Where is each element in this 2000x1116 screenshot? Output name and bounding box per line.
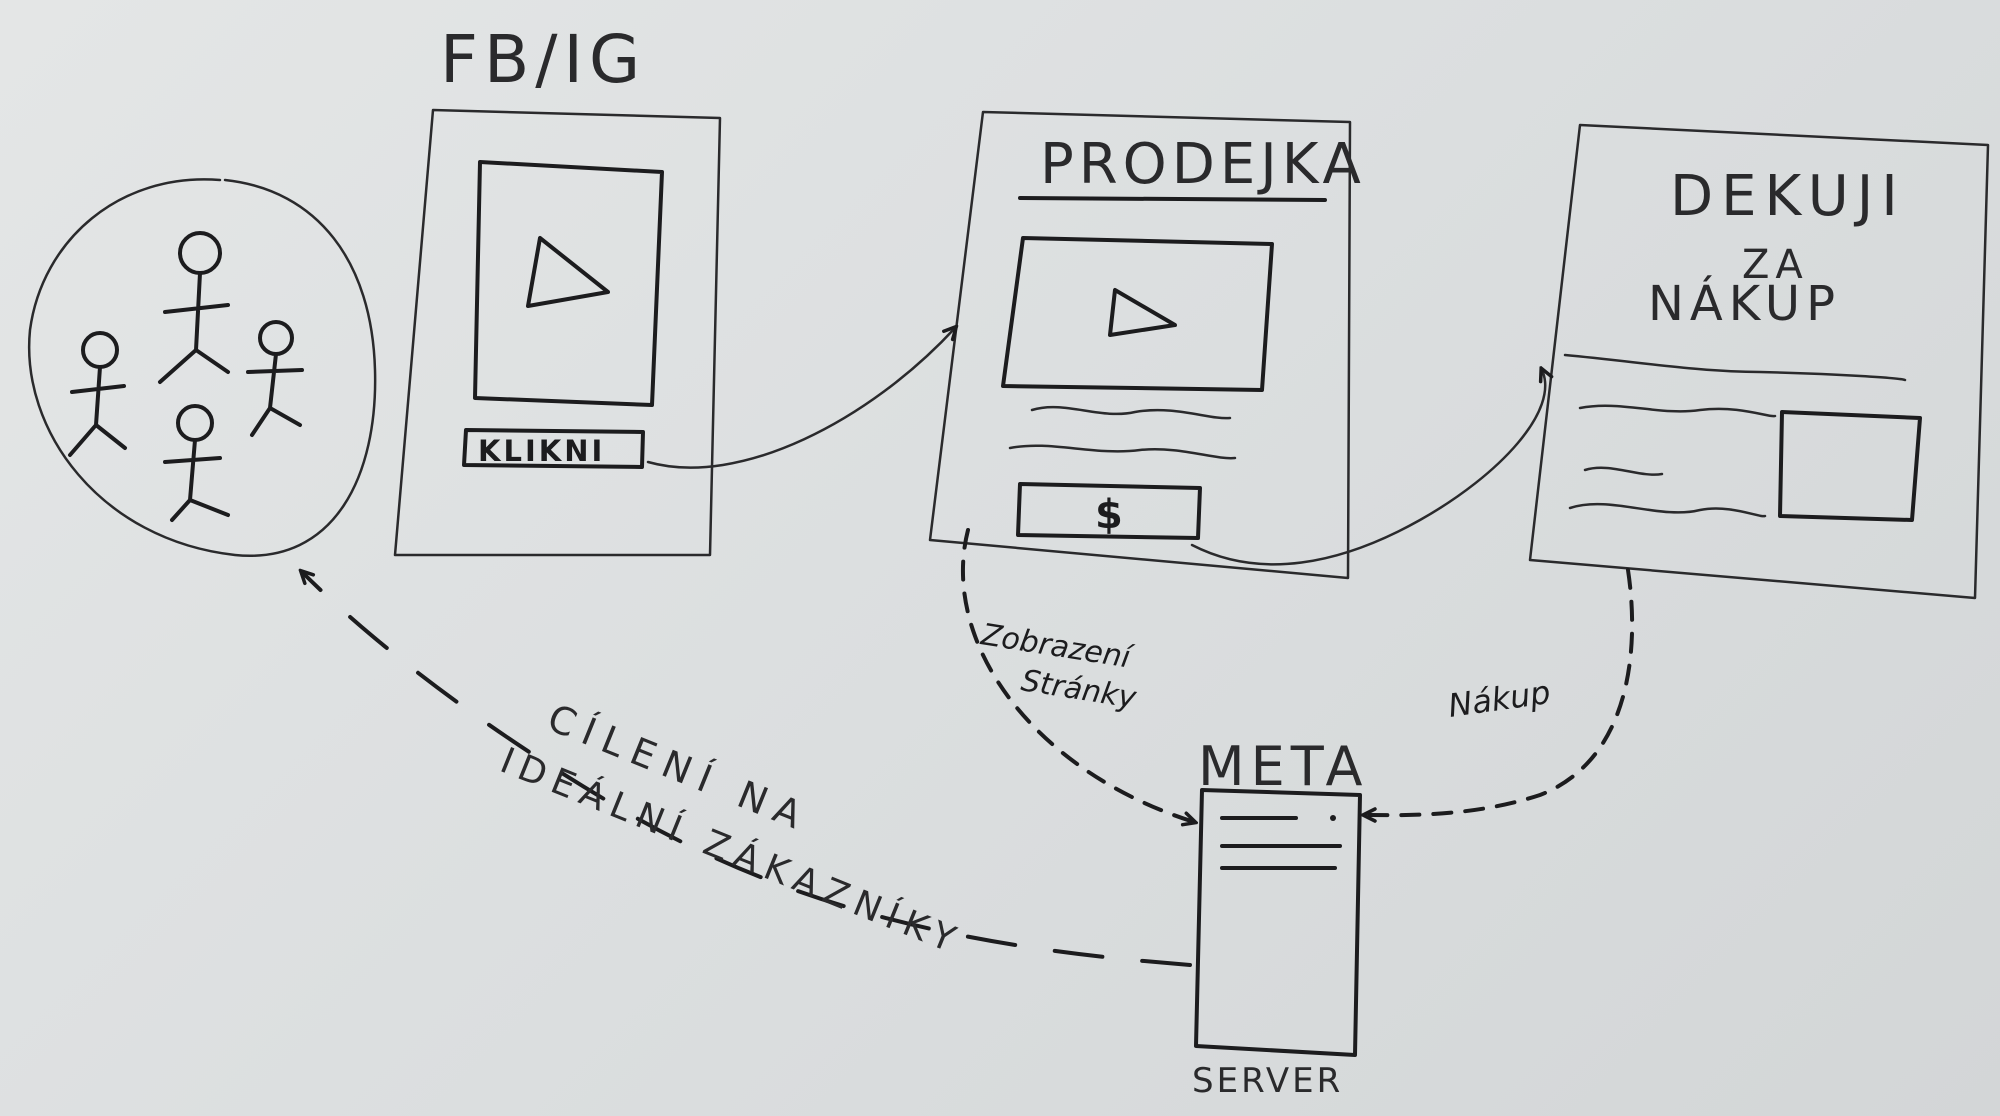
meta-title: META <box>1198 735 1368 798</box>
thank-you-line-1: DEKUJI <box>1670 164 1906 229</box>
text-scribble-1 <box>1563 353 1907 382</box>
text-scribble-3 <box>1583 466 1664 476</box>
person-figure-left <box>68 331 127 457</box>
person-figure-bottom <box>163 404 230 522</box>
sales-video-frame <box>1001 236 1274 392</box>
arrow-page-view-to-meta <box>961 528 1194 822</box>
page-view-line-1: Zobrazení <box>978 617 1136 676</box>
arrow-meta-to-audience <box>302 572 1192 967</box>
arrow-purchase-to-meta <box>1365 568 1635 815</box>
meta-server-group: META SERVER <box>1192 735 1368 1101</box>
ad-video-frame <box>473 160 664 407</box>
thank-you-line-3: NÁKUP <box>1648 275 1841 332</box>
ad-panel-frame <box>393 108 722 557</box>
arrow-ad-to-sales-page <box>646 328 955 469</box>
sales-page-title: PRODEJKA <box>1040 132 1366 197</box>
server-led-icon <box>1330 815 1336 821</box>
purchase-label: Nákup <box>1446 673 1553 725</box>
sales-page-title-underline <box>1018 196 1327 202</box>
price-button-label: $ <box>1095 492 1123 538</box>
play-icon <box>1108 288 1177 337</box>
platform-title: FB/IG <box>440 21 646 98</box>
ad-panel: FB/IG KLIKNI <box>393 21 722 557</box>
click-button-label: KLIKNI <box>478 434 605 468</box>
play-icon <box>526 236 610 308</box>
thank-you-image-box <box>1778 410 1922 522</box>
sales-page-frame <box>928 110 1352 580</box>
server-box <box>1194 788 1362 1057</box>
click-button[interactable] <box>462 428 645 469</box>
price-button[interactable] <box>1016 482 1202 540</box>
sales-page-panel: PRODEJKA $ <box>928 110 1366 580</box>
audience-circle <box>27 178 377 558</box>
audience-group <box>27 178 377 558</box>
thank-you-frame <box>1528 123 1990 600</box>
text-scribble-4 <box>1568 502 1767 518</box>
person-figure-top <box>158 231 230 384</box>
text-scribble-2 <box>1008 444 1237 460</box>
thank-you-panel: DEKUJI ZA NÁKUP <box>1528 123 1990 600</box>
text-scribble-1 <box>1030 405 1232 420</box>
arrow-sales-page-to-thank-you <box>1190 370 1545 566</box>
person-figure-right <box>246 320 304 437</box>
thank-you-line-2: ZA <box>1742 242 1809 288</box>
text-scribble-2 <box>1578 404 1777 418</box>
server-label: SERVER <box>1192 1061 1343 1101</box>
